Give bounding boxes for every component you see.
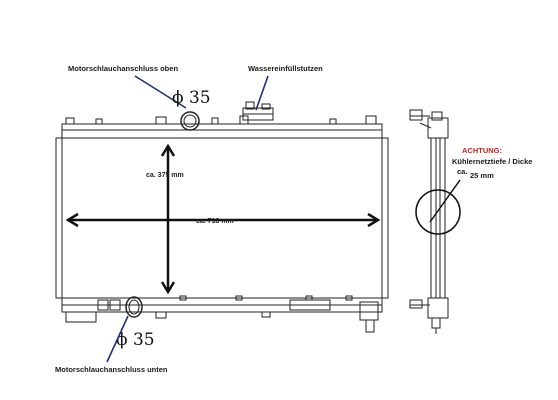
height-dimension-label: ca. 375 mm bbox=[146, 172, 184, 179]
warning-ca: ca. bbox=[457, 167, 467, 176]
width-dimension-label: ca. 718 mm bbox=[196, 218, 234, 225]
top-tank bbox=[61, 115, 383, 139]
thickness-highlight-circle bbox=[415, 189, 461, 235]
warning-value: 25 mm bbox=[470, 171, 494, 180]
filler-neck-pointer bbox=[255, 75, 269, 111]
filler-neck bbox=[242, 101, 274, 121]
side-view bbox=[409, 109, 449, 334]
lower-hose-label: Motorschlauchanschluss unten bbox=[55, 365, 168, 374]
thickness-pointer bbox=[429, 179, 461, 223]
left-side-rail bbox=[55, 137, 63, 299]
filler-neck-label: Wassereinfüllstutzen bbox=[248, 64, 323, 73]
bottom-tank bbox=[61, 295, 383, 333]
upper-hose-pointer bbox=[134, 75, 187, 109]
upper-hose-outlet bbox=[180, 111, 200, 131]
lower-diameter-label: ϕ 35 bbox=[116, 330, 155, 350]
warning-line-1: Kühlernetztiefe / Dicke bbox=[452, 157, 532, 166]
lower-hose-outlet bbox=[125, 296, 143, 318]
upper-diameter-label: ϕ 35 bbox=[172, 88, 211, 108]
warning-title: ACHTUNG: bbox=[462, 146, 502, 155]
upper-hose-label: Motorschlauchanschluss oben bbox=[68, 64, 178, 73]
width-dimension-arrow bbox=[65, 212, 381, 228]
lower-hose-pointer bbox=[106, 315, 129, 363]
right-side-rail bbox=[381, 137, 389, 299]
